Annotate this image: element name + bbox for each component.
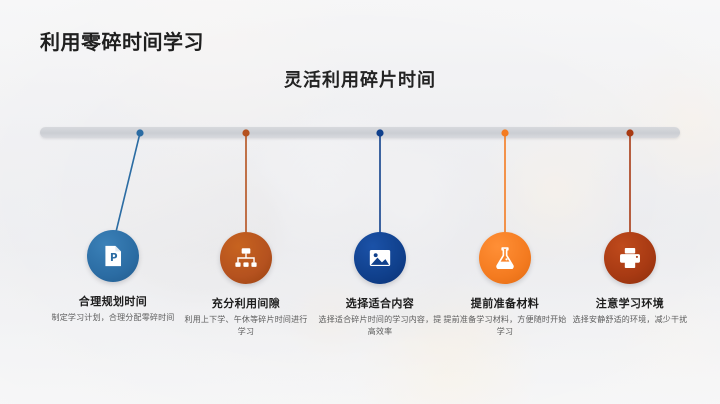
hierarchy-chart-icon	[233, 245, 259, 271]
timeline-node-1-icon-circle[interactable]: P	[87, 230, 139, 282]
document-p-icon: P	[100, 243, 126, 269]
timeline-node-3-text: 选择适合内容 选择适合碎片时间的学习内容，提高效率	[305, 296, 455, 338]
timeline-node-1-text: 合理规划时间 制定学习计划，合理分配零碎时间	[38, 294, 188, 324]
timeline-node-3-title: 选择适合内容	[345, 297, 415, 310]
timeline-node-5-desc: 选择安静舒适的环境，减少干扰	[572, 315, 688, 324]
timeline-node-2-title: 充分利用间隙	[211, 297, 281, 310]
timeline-node-2-desc: 利用上下学、午休等碎片时间进行学习	[184, 315, 308, 336]
timeline-node-5-title: 注意学习环境	[595, 297, 665, 310]
timeline-node-2-icon-circle[interactable]	[220, 232, 272, 284]
timeline-node-3-desc: 选择适合碎片时间的学习内容，提高效率	[318, 315, 442, 336]
printer-icon	[617, 245, 643, 271]
timeline-node-4-title: 提前准备材料	[470, 297, 540, 310]
timeline-node-4-icon-circle[interactable]	[479, 232, 531, 284]
page-title: 利用零碎时间学习	[40, 30, 204, 54]
flask-beaker-icon	[492, 245, 518, 271]
timeline-bar	[40, 127, 680, 138]
timeline-node-4-text: 提前准备材料 提前准备学习材料，方便随时开始学习	[430, 296, 580, 338]
timeline-node-4-desc: 提前准备学习材料，方便随时开始学习	[443, 315, 567, 336]
timeline-node-3-icon-circle[interactable]	[354, 232, 406, 284]
timeline-node-1-desc: 制定学习计划，合理分配零碎时间	[51, 313, 175, 322]
timeline-node-1-title: 合理规划时间	[78, 295, 148, 308]
picture-image-icon	[367, 245, 393, 271]
timeline-node-2-text: 充分利用间隙 利用上下学、午休等碎片时间进行学习	[171, 296, 321, 338]
timeline-node-5-text: 注意学习环境 选择安静舒适的环境，减少干扰	[555, 296, 705, 326]
slide-subtitle: 灵活利用碎片时间	[284, 70, 436, 91]
svg-text:P: P	[110, 252, 118, 264]
timeline-node-5-icon-circle[interactable]	[604, 232, 656, 284]
